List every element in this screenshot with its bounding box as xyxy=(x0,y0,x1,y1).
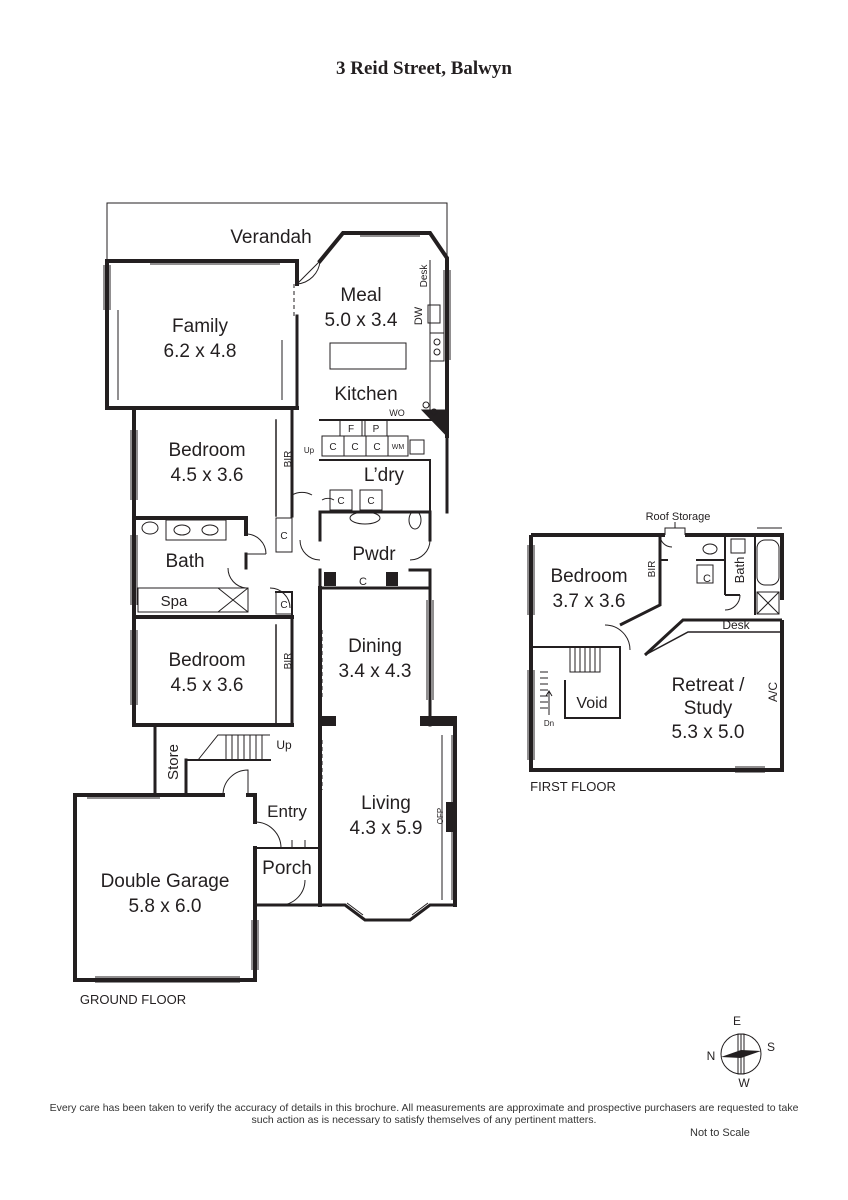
pantry-label: P xyxy=(373,424,380,435)
up-label: Up xyxy=(304,446,315,455)
meal-name: Meal xyxy=(340,285,381,306)
ground-floor-walls xyxy=(73,202,457,982)
compass-e: E xyxy=(733,1014,741,1028)
retreat-name: Retreat / xyxy=(672,675,746,696)
ff-cupboard-label: C xyxy=(703,573,711,585)
ac-label: A/C xyxy=(766,682,780,702)
meal-dims: 5.0 x 3.4 xyxy=(325,310,398,331)
cupboard-label: C xyxy=(359,576,367,588)
washing-machine-label: WM xyxy=(392,444,405,451)
compass-w: W xyxy=(738,1076,750,1090)
first-floor-walls xyxy=(529,533,784,772)
void-label: Void xyxy=(576,695,607,712)
living-dims: 4.3 x 5.9 xyxy=(350,818,423,839)
compass-s: S xyxy=(767,1040,775,1054)
fireplace-label: OFP xyxy=(436,808,445,824)
ground-floor-wall-blocks xyxy=(320,572,456,832)
fridge-label: F xyxy=(348,424,354,435)
retreat-name2: Study xyxy=(684,698,733,719)
store-label: Store xyxy=(165,744,182,780)
first-floor-fixtures xyxy=(527,522,782,773)
laundry-label: L’dry xyxy=(364,465,405,486)
ground-floor-labels: Verandah Family 6.2 x 4.8 Meal 5.0 x 3.4… xyxy=(80,227,445,1007)
compass-n: N xyxy=(707,1049,716,1063)
verandah-label: Verandah xyxy=(230,227,311,248)
kitchen-label: Kitchen xyxy=(334,384,397,405)
ground-floor-label: GROUND FLOOR xyxy=(80,992,186,1007)
bath-label: Bath xyxy=(165,551,204,572)
bedroom1-dims: 4.5 x 3.6 xyxy=(171,465,244,486)
family-name: Family xyxy=(172,316,228,337)
retreat-dims: 5.3 x 5.0 xyxy=(672,722,745,743)
powder-label: Pwdr xyxy=(352,544,396,565)
page-title: 3 Reid Street, Balwyn xyxy=(336,58,512,79)
first-floor-labels: Roof Storage Bedroom 3.7 x 3.6 BIR C Bat… xyxy=(530,511,780,794)
entry-label: Entry xyxy=(267,802,307,821)
dining-name: Dining xyxy=(348,636,402,657)
cupboard-label: C xyxy=(337,496,344,507)
garage-dims: 5.8 x 6.0 xyxy=(129,896,202,917)
cupboard-label: C xyxy=(373,442,380,453)
up-label: Up xyxy=(276,738,292,752)
wall-oven-label: WO xyxy=(389,408,405,418)
cupboard-label: C xyxy=(329,442,336,453)
ff-bir-label: BIR xyxy=(647,561,658,578)
desk-label: Desk xyxy=(419,264,430,288)
spa-label: Spa xyxy=(161,593,188,610)
ff-desk-label: Desk xyxy=(722,618,750,632)
ground-floor-fixtures xyxy=(117,260,445,761)
ground-floor-openings xyxy=(293,284,323,790)
ff-bedroom-dims: 3.7 x 3.6 xyxy=(553,591,626,612)
bedroom1-name: Bedroom xyxy=(168,440,245,461)
cupboard-label: C xyxy=(351,442,358,453)
roof-storage-label: Roof Storage xyxy=(646,511,711,523)
ground-floor-windows xyxy=(87,231,453,983)
porch-label: Porch xyxy=(262,858,312,879)
cupboard-label: C xyxy=(280,531,287,542)
dn-label: Dn xyxy=(544,719,554,728)
bedroom2-dims: 4.5 x 3.6 xyxy=(171,675,244,696)
disclaimer: Every care has been taken to verify the … xyxy=(49,1102,799,1126)
cupboard-label: C xyxy=(367,496,374,507)
dishwasher-label: DW xyxy=(413,306,425,325)
family-dims: 6.2 x 4.8 xyxy=(164,341,237,362)
compass-icon: N E S W xyxy=(707,1014,775,1090)
bir-label: BIR xyxy=(283,653,294,670)
bedroom2-name: Bedroom xyxy=(168,650,245,671)
first-floor-label: FIRST FLOOR xyxy=(530,779,616,794)
garage-name: Double Garage xyxy=(101,871,230,892)
not-to-scale: Not to Scale xyxy=(690,1127,750,1139)
ff-bath-label: Bath xyxy=(732,557,747,584)
bir-label: BIR xyxy=(283,451,294,468)
cupboard-label: C xyxy=(280,600,287,611)
ff-bedroom-name: Bedroom xyxy=(550,566,627,587)
living-name: Living xyxy=(361,793,411,814)
dining-dims: 3.4 x 4.3 xyxy=(339,661,412,682)
